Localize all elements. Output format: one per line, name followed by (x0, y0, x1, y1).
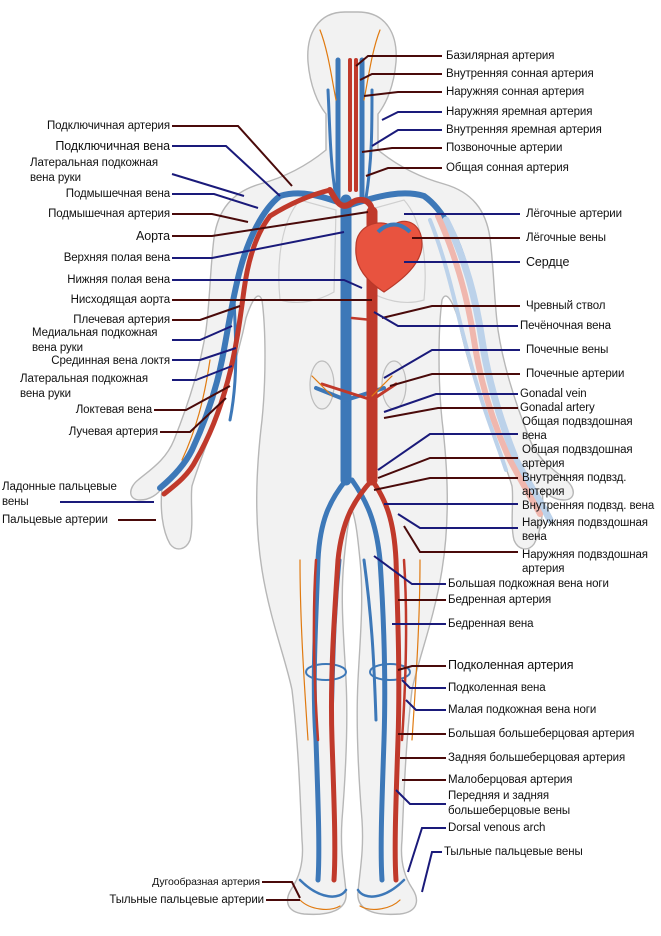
label-median-cubital-vein: Срединная вена локтя (51, 355, 170, 367)
label-subclavian-vein: Подключичная вена (55, 139, 170, 153)
label-pulmonary-veins: Лёгочные вены (526, 232, 606, 244)
label-small-saphenous-vein: Малая подкожная вена ноги (448, 704, 597, 716)
label-subclavian-artery: Подключичная артерия (46, 120, 170, 132)
label-fibular-artery: Малоберцовая артерия (448, 774, 573, 786)
label-external-iliac-artery-line2: артерия (522, 563, 565, 575)
label-cephalic-vein-line2: вена руки (30, 172, 81, 184)
label-axillary-artery: Подмышечная артерия (48, 208, 170, 220)
label-heart: Сердце (526, 255, 570, 269)
label-inferior-vena-cava: Нижняя полая вена (67, 274, 170, 286)
label-arcuate-artery: Дугообразная артерия (152, 876, 260, 888)
label-basilar-artery: Базилярная артерия (446, 50, 555, 62)
label-common-iliac-vein-line2: вена (522, 430, 547, 442)
label-external-iliac-vein-line1: Наружняя подвздошная (522, 517, 648, 529)
label-external-iliac-artery-line1: Наружняя подвздошная (522, 549, 648, 561)
label-celiac-trunk: Чревный ствол (526, 300, 606, 312)
label-cephalic-vein-line1: Латеральная подкожная (30, 157, 158, 169)
label-external-carotid-artery: Наружняя сонная артерия (446, 86, 585, 98)
label-palmar-digital-veins-line1: Ладонные пальцевые (2, 481, 117, 493)
arteries (161, 58, 408, 883)
label-axillary-vein: Подмышечная вена (65, 188, 170, 200)
left-arm-arteries-faded (435, 213, 543, 517)
leader-lines-left (60, 125, 372, 901)
label-basilic-vein-line1: Медиальная подкожная (32, 327, 158, 339)
label-vertebral-arteries: Позвоночные артерии (446, 142, 563, 154)
label-common-carotid-artery: Общая сонная артерия (446, 162, 569, 174)
heart (355, 220, 423, 293)
label-anterior-tibial-artery: Большая большеберцовая артерия (448, 728, 635, 740)
label-ulnar-vein: Локтевая вена (75, 404, 152, 416)
label-radial-artery: Лучевая артерия (68, 426, 158, 438)
label-internal-iliac-artery-line2: артерия (522, 486, 565, 498)
label-femoral-artery: Бедренная артерия (448, 594, 552, 606)
label-brachial-artery: Плечевая артерия (73, 314, 170, 326)
label-renal-veins: Почечные вены (526, 344, 609, 356)
label-pulmonary-arteries: Лёгочные артерии (526, 208, 622, 220)
branch-vessels (181, 29, 421, 910)
label-common-iliac-artery-line1: Общая подвздошная (522, 444, 633, 456)
label-gonadal-vein: Gonadal vein (520, 388, 587, 400)
label-internal-iliac-artery-line1: Внутренняя подвзд. (522, 472, 627, 484)
label-common-iliac-vein-line1: Общая подвздошная (522, 416, 633, 428)
label-great-saphenous-vein: Большая подкожная вена ноги (448, 578, 609, 590)
label-posterior-tibial-artery: Задняя большеберцовая артерия (448, 752, 626, 764)
label-descending-aorta: Нисходящая аорта (70, 294, 170, 306)
label-digital-arteries: Пальцевые артерии (2, 514, 108, 526)
label-aorta: Аорта (135, 229, 170, 243)
label-hepatic-vein: Печёночная вена (520, 320, 611, 332)
label-dorsal-digital-arteries: Тыльные пальцевые артерии (109, 894, 264, 906)
leader-lines-right (355, 55, 520, 893)
label-tibial-veins-line2: большеберцовые вены (448, 805, 571, 817)
label-palmar-digital-veins-line2: вены (2, 496, 29, 508)
label-gonadal-artery: Gonadal artery (520, 402, 595, 414)
label-tibial-veins-line1: Передняя и задняя (448, 790, 550, 802)
label-femoral-vein: Бедренная вена (448, 618, 534, 630)
label-dorsal-digital-veins: Тыльные пальцевые вены (444, 846, 583, 858)
label-internal-jugular: Внутренняя яремная артерия (446, 124, 602, 136)
label-renal-arteries: Почечные артерии (526, 368, 625, 380)
label-internal-iliac-vein: Внутренняя подвзд. вена (522, 500, 655, 512)
label-cephalic-vein-forearm-line2: вена руки (20, 388, 71, 400)
label-cephalic-vein-forearm-line1: Латеральная подкожная (20, 373, 148, 385)
label-dorsal-venous-arch: Dorsal venous arch (448, 822, 546, 834)
label-basilic-vein-line2: вена руки (32, 342, 83, 354)
label-internal-carotid-artery: Внутренняя сонная артерия (446, 68, 594, 80)
label-popliteal-artery: Подколенная артерия (448, 658, 574, 672)
label-external-iliac-vein-line2: вена (522, 531, 547, 543)
label-external-jugular: Наружняя яремная артерия (446, 106, 593, 118)
label-common-iliac-artery-line2: артерия (522, 458, 565, 470)
label-superior-vena-cava: Верхняя полая вена (63, 252, 170, 264)
label-popliteal-vein: Подколенная вена (448, 682, 546, 694)
